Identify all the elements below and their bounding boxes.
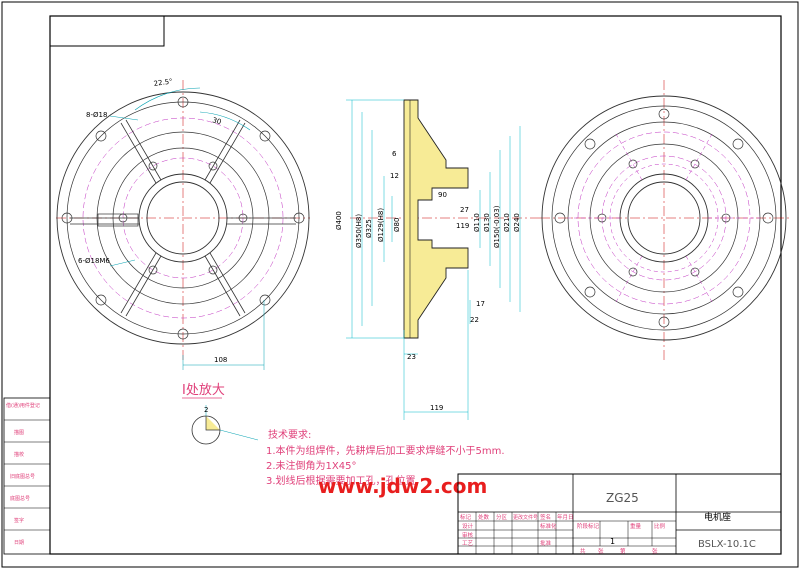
tb-sheet-2: 第 xyxy=(620,547,626,555)
left-hole-label-top: 8-Ø18 xyxy=(86,111,107,119)
detail-scale: 2 xyxy=(204,406,208,414)
tb-row-4: 签名 xyxy=(540,513,551,521)
notes-title: 技术要求: xyxy=(268,428,311,441)
inner-border xyxy=(49,15,782,555)
tb-std-1: 批准 xyxy=(540,539,552,547)
left-hole-label-bottom: 6-Ø18M6 xyxy=(78,257,110,265)
tb-role-1: 审核 xyxy=(462,531,474,539)
dim-small-4: 119 xyxy=(456,222,469,230)
right-outer-holes xyxy=(554,108,774,328)
dim-small-3: 27 xyxy=(460,206,469,214)
dim-bottom-width: 119 xyxy=(430,404,443,412)
tb-row-5: 年月日 xyxy=(557,513,574,521)
tb-material: ZG25 xyxy=(606,491,639,505)
tb-std-0: 标准化 xyxy=(540,522,557,530)
dim-right-4: Ø240 xyxy=(513,213,521,232)
tb-stage-0: 阶段标记 xyxy=(577,522,600,530)
tb-row-0: 标记 xyxy=(460,513,472,521)
strip-label-5: 签字 xyxy=(14,517,24,524)
top-left-box xyxy=(49,15,165,47)
right-view xyxy=(540,80,790,360)
tb-drawing-no: BSLX-10.1C xyxy=(698,539,756,550)
strip-label-6: 日期 xyxy=(14,540,24,546)
dim-left-1: Ø350(H8) xyxy=(355,214,363,248)
tb-row-1: 处数 xyxy=(478,513,490,521)
notes-line-1: 2.未注倒角为1X45° xyxy=(266,459,356,472)
dim-left-4: Ø80 xyxy=(393,218,401,232)
dim-right-1: Ø130 xyxy=(483,213,491,232)
tb-sheet-1: 张 xyxy=(598,547,604,555)
section-view: Ø400 Ø350(H8) Ø325 Ø129(H8) Ø80 Ø110 Ø13… xyxy=(335,99,540,420)
strip-label-2: 描校 xyxy=(14,451,24,458)
strip-label-1: 描图 xyxy=(14,429,24,436)
strip-label-3: 旧底图总号 xyxy=(10,473,35,480)
tb-row-2: 分区 xyxy=(496,513,508,521)
dim-small-0: 6 xyxy=(392,150,397,158)
dim-right-3: Ø210 xyxy=(503,213,511,232)
tb-stage-value: 1 xyxy=(610,537,615,546)
tb-row-3: 更改文件号 xyxy=(513,514,538,521)
strip-label-0: 借(通)用件登记 xyxy=(6,402,40,409)
tb-sheet-3: 张 xyxy=(652,547,658,555)
section-body xyxy=(403,99,469,339)
tb-role-0: 设计 xyxy=(462,522,474,530)
notes-line-0: 1.本件为组焊件，先耕焊后加工要求焊缝不小于5mm. xyxy=(266,444,505,457)
detail-view: I处放大 2 xyxy=(182,383,259,445)
dim-small-7: 23 xyxy=(407,353,416,361)
dim-right-2: Ø150(-0.03) xyxy=(493,205,501,248)
dim-small-5: 17 xyxy=(476,300,485,308)
title-block: ZG25 电机座 BSLX-10.1C 标记 处数 分区 更改文件号 签名 年月… xyxy=(457,473,782,555)
dim-small-6: 22 xyxy=(470,316,479,324)
left-view: 22.5° 30 8-Ø18 6-Ø18M6 108 xyxy=(56,77,310,370)
dim-left-2: Ø325 xyxy=(365,219,373,238)
watermark: www.jdw2.com xyxy=(318,474,487,498)
tb-stage-1: 重量 xyxy=(630,522,642,530)
dim-left-0: Ø400 xyxy=(335,211,343,230)
strip-label-4: 底图总号 xyxy=(10,495,30,502)
dim-left-3: Ø129(H8) xyxy=(377,208,385,242)
dim-small-1: 12 xyxy=(390,172,399,180)
dim-right-0: Ø110 xyxy=(473,213,481,232)
left-ribs xyxy=(70,119,296,317)
tb-sheet-0: 共 xyxy=(580,547,586,555)
side-strip: 借(通)用件登记 描图 描校 旧底图总号 底图总号 签字 日期 xyxy=(3,397,51,555)
left-width-label: 108 xyxy=(214,356,227,364)
detail-title: I处放大 xyxy=(182,383,225,398)
tb-stage-2: 比例 xyxy=(654,522,666,530)
dim-small-2: 90 xyxy=(438,191,447,199)
left-angle-label: 22.5° xyxy=(153,77,173,88)
notes-line-2: 3.划线后根据需要加工孔，孔位置 xyxy=(266,474,416,487)
technical-notes: 技术要求: 1.本件为组焊件，先耕焊后加工要求焊缝不小于5mm. 2.未注倒角为… xyxy=(266,428,505,487)
left-angle2-label: 30 xyxy=(211,116,222,126)
tb-part-name: 电机座 xyxy=(704,511,731,523)
tb-role-2: 工艺 xyxy=(462,540,474,547)
